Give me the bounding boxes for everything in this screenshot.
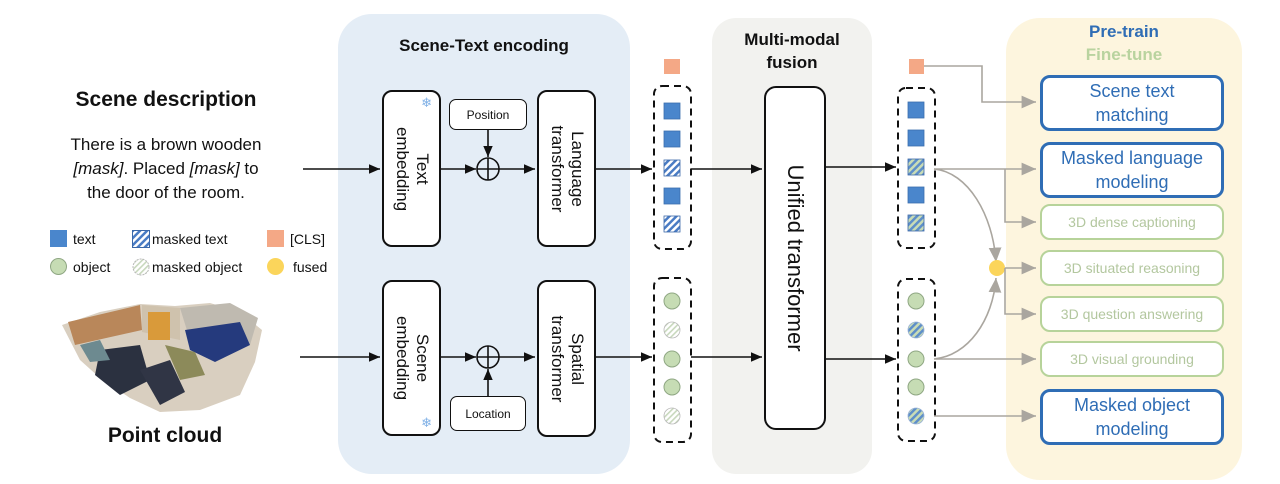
object-to-fused-curve [933, 277, 1002, 360]
predicted-masked-object-token [907, 321, 925, 339]
point-cloud-image [62, 303, 262, 412]
object-token [907, 378, 925, 396]
masked-text-swatch [132, 230, 150, 248]
language-transformer-label: Language transformer [547, 125, 587, 212]
object-token [907, 350, 925, 368]
sentence-line-2: [mask]. Placed [mask] to [73, 159, 259, 178]
mask-token-2: [mask] [189, 159, 240, 178]
legend-item-masked-text: masked text [132, 230, 227, 248]
scene-text-encoding-title: Scene-Text encoding [399, 36, 569, 55]
scene-embedding-label: Scene embedding [392, 315, 432, 401]
predicted-masked-object-token [907, 407, 925, 425]
text-token-swatch [50, 230, 67, 247]
scene-description-title: Scene description [75, 88, 257, 111]
sentence-line-1: There is a brown wooden [70, 135, 262, 154]
text-token [663, 102, 681, 120]
legend-item-object: object [50, 258, 110, 275]
object-token [907, 292, 925, 310]
sentence-line-3: the door of the room. [87, 183, 245, 202]
unified-transformer-label: Unified transformer [783, 164, 808, 352]
cls-to-scene-text-matching-connector [924, 65, 1036, 109]
text-embedding-block: ❄ Text embedding [382, 90, 441, 247]
fused-token [989, 260, 1005, 276]
task-3d-visual-grounding: 3D visual grounding [1040, 341, 1224, 377]
snowflake-icon: ❄ [421, 415, 432, 430]
text-token [663, 130, 681, 148]
object-token [663, 350, 681, 368]
input-object-token-group [653, 277, 692, 443]
cls-token-input [664, 59, 680, 74]
multimodal-fusion-title: Multi-modal fusion [744, 30, 840, 72]
legend-item-cls: [CLS] [267, 230, 325, 247]
location-block: Location [450, 396, 526, 431]
masked-object-token [663, 321, 681, 339]
object-token [663, 292, 681, 310]
predicted-masked-text-token [907, 214, 925, 232]
spatial-transformer-block: Spatial transformer [537, 280, 596, 437]
text-embedding-label: Text embedding [392, 126, 432, 211]
task-3d-dense-captioning: 3D dense captioning [1040, 204, 1224, 240]
text-token [907, 186, 925, 204]
spatial-transformer-label: Spatial transformer [547, 315, 587, 402]
text-token [663, 187, 681, 205]
language-transformer-block: Language transformer [537, 90, 596, 247]
point-cloud-label: Point cloud [107, 424, 223, 447]
masked-object-swatch [132, 258, 150, 276]
text-token [907, 101, 925, 119]
cls-token-output [909, 59, 924, 74]
scene-embedding-block: ❄ Scene embedding [382, 280, 441, 436]
pretrain-label: Pre-train [1089, 22, 1159, 41]
text-token [907, 129, 925, 147]
task-3d-question-answering: 3D question answering [1040, 296, 1224, 332]
masked-object-token [663, 407, 681, 425]
legend-item-masked-object: masked object [132, 258, 242, 276]
text-to-fused-curve [933, 168, 1002, 263]
fused-to-question-answering-connector [1004, 268, 1036, 321]
predicted-masked-text-token [907, 158, 925, 176]
object-token [663, 378, 681, 396]
fused-token-swatch [267, 258, 284, 275]
task-3d-situated-reasoning: 3D situated reasoning [1040, 250, 1224, 286]
legend-item-fused: fused [267, 258, 327, 275]
masked-text-token [663, 159, 681, 177]
unified-transformer-block: Unified transformer [764, 86, 826, 430]
mask-token-1: [mask] [73, 159, 124, 178]
scene-description-sentence: There is a brown wooden [mask]. Placed [… [30, 133, 302, 205]
legend-item-text: text [50, 230, 96, 247]
to-dense-captioning-connector [1004, 169, 1036, 229]
cls-token-swatch [267, 230, 284, 247]
finetune-label: Fine-tune [1085, 45, 1163, 64]
object-token-swatch [50, 258, 67, 275]
snowflake-icon: ❄ [421, 95, 432, 110]
masked-text-token [663, 215, 681, 233]
position-block: Position [449, 99, 527, 130]
